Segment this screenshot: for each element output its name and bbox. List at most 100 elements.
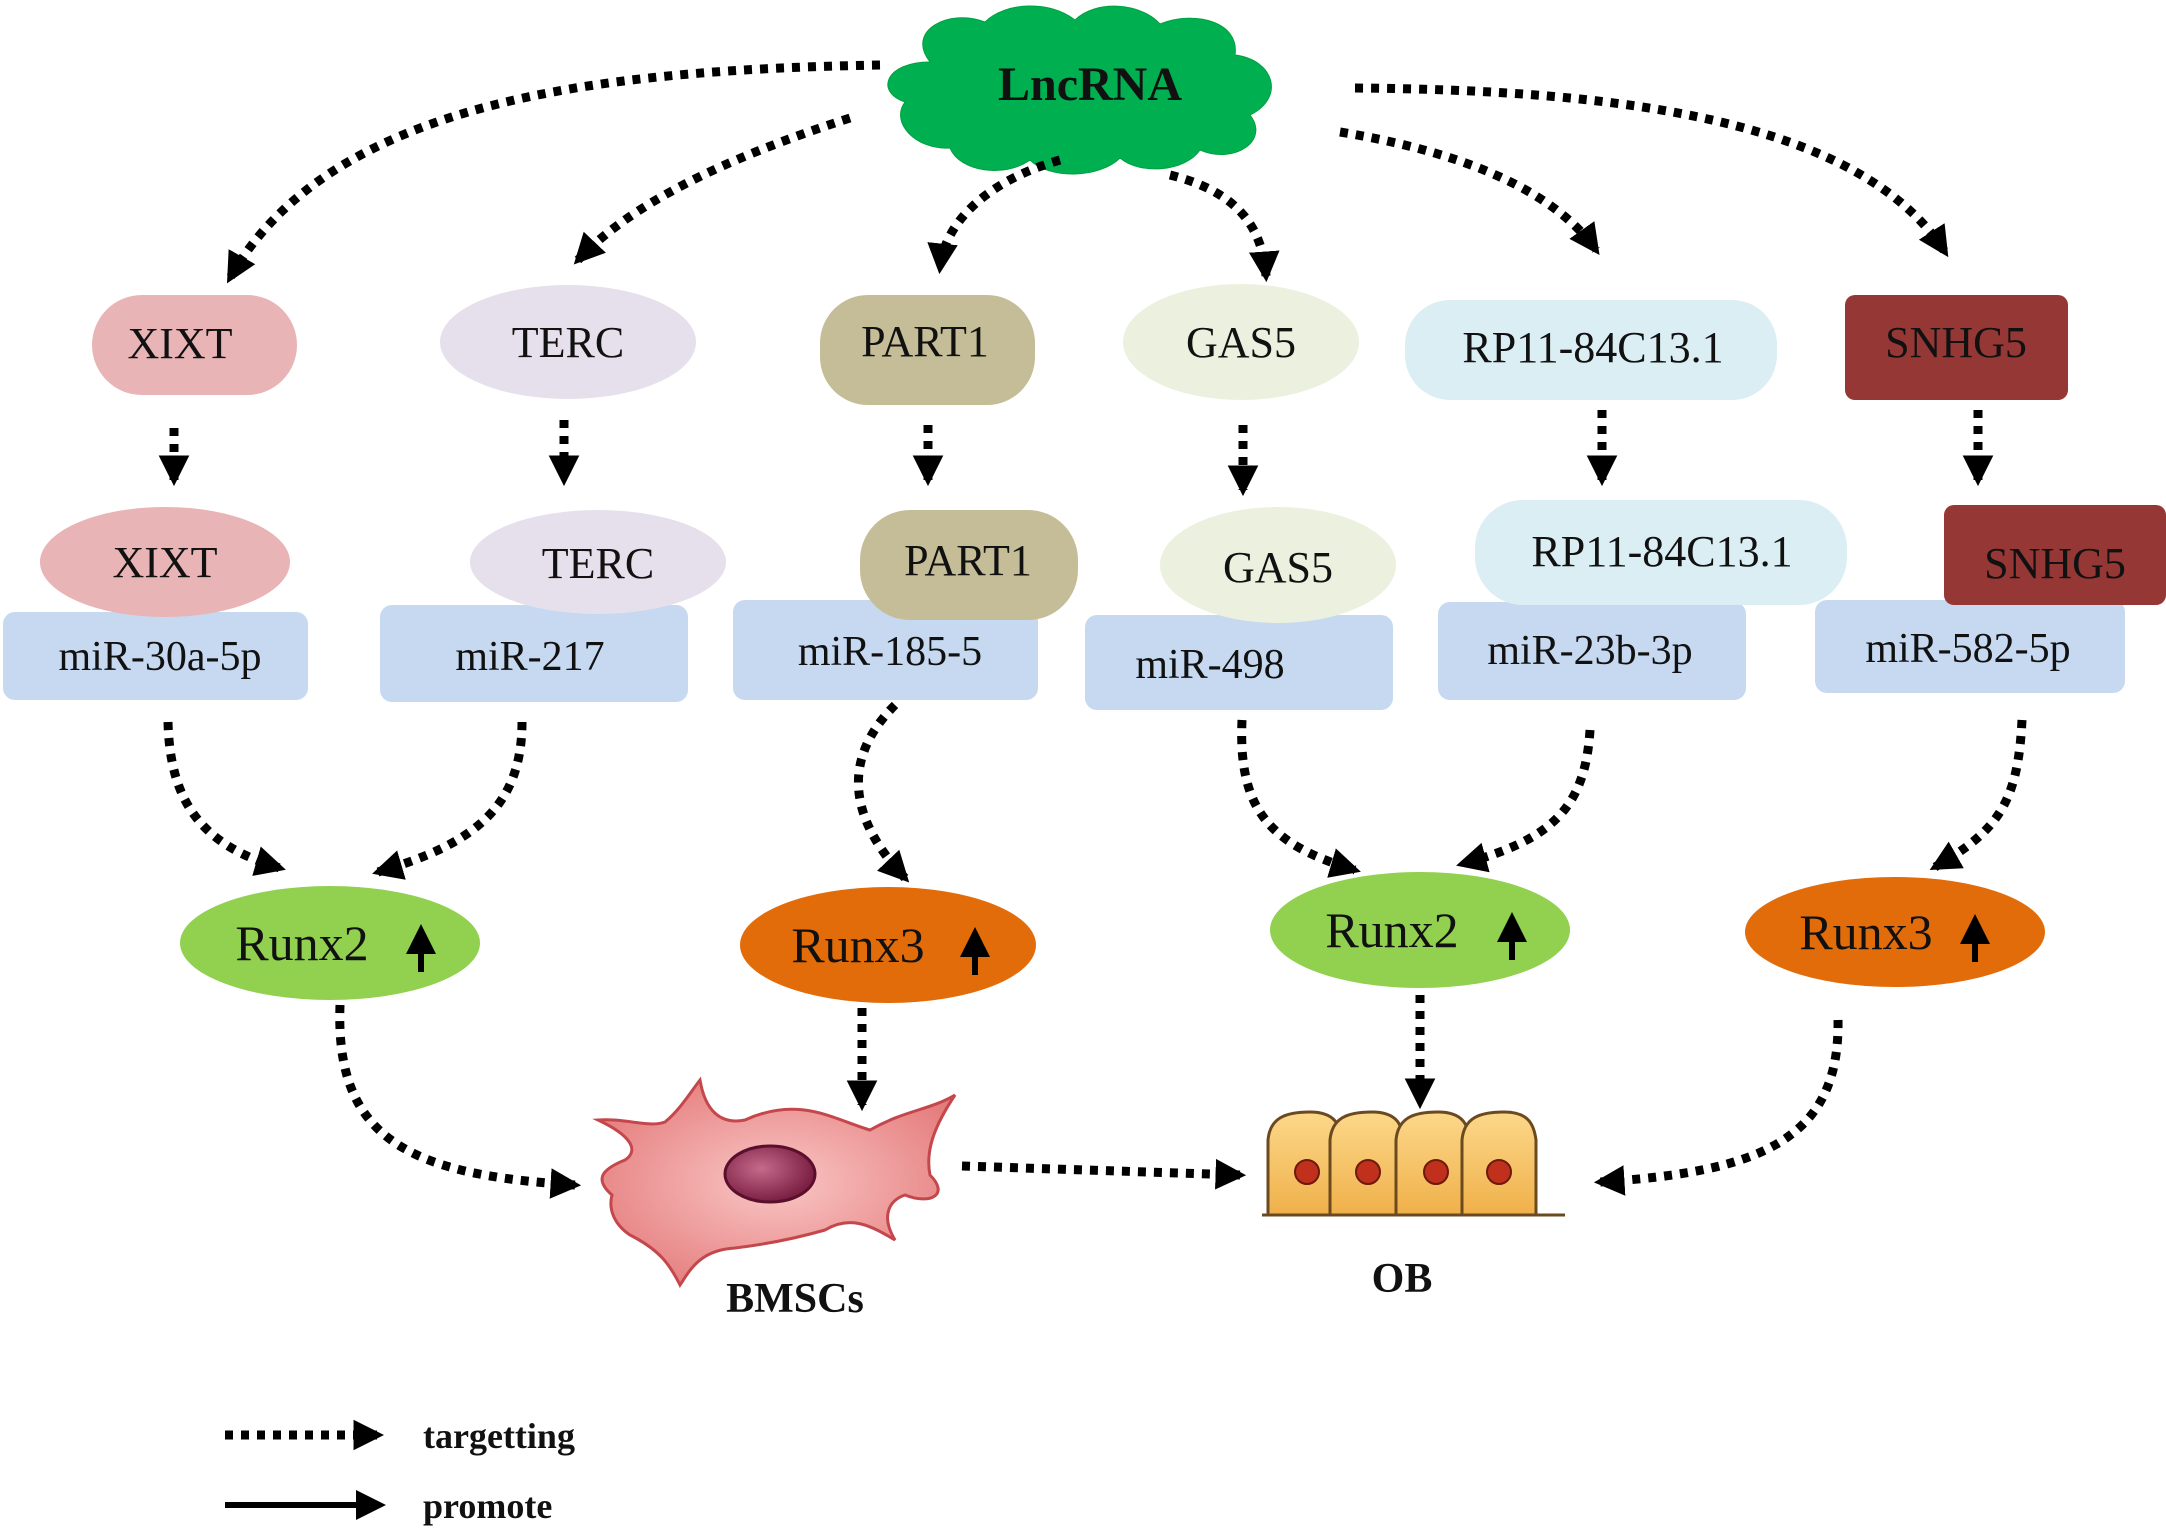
xixt-top-bg <box>92 295 297 395</box>
ob-nucleus <box>1294 1159 1320 1185</box>
lncrna-node-gas5: GAS5 <box>1123 284 1359 400</box>
rp11-bound-label: RP11-84C13.1 <box>1531 527 1792 576</box>
arrow-rp11-to-runx2 <box>1456 729 1595 873</box>
legend-label: targetting <box>423 1416 575 1456</box>
part1-top-bg <box>820 295 1035 405</box>
target-runx2-left: Runx2 <box>180 886 480 1000</box>
terc-top-label: TERC <box>512 318 624 367</box>
snhg5-bound-bg <box>1944 505 2166 605</box>
target-runx2-right: Runx2 <box>1270 872 1570 988</box>
arrow-runx2-to-bmscs <box>335 1004 582 1199</box>
part1-bound-label: PART1 <box>904 536 1032 585</box>
arrow-runx3-to-ob <box>1593 1019 1843 1196</box>
target-bg <box>740 887 1036 1003</box>
lncrna-node-part1: PART1 <box>820 295 1035 405</box>
mirna-box-rp11 <box>1438 602 1746 700</box>
target-label: Runx3 <box>1799 904 1932 960</box>
bmscs-nucleus <box>723 1144 817 1204</box>
terc-bound-label: TERC <box>542 539 654 588</box>
bmscs-label: BMSCs <box>726 1276 864 1322</box>
legend-item-promote: promote <box>225 1486 552 1526</box>
mirna-box-xixt <box>3 612 308 700</box>
mirna-label-part1: miR-185-5 <box>798 629 982 675</box>
arrow-lncrna-to-terc <box>573 113 852 265</box>
lncrna-node-rp11: RP11-84C13.1 <box>1405 300 1777 400</box>
snhg5-top-label: SNHG5 <box>1885 318 2027 367</box>
mirna-complex-rp11: RP11-84C13.1 miR-23b-3p <box>1438 500 1847 700</box>
pathway-snhg5: SNHG5 SNHG5 miR-582-5p <box>1815 295 2166 871</box>
mirna-label-terc: miR-217 <box>455 634 604 680</box>
lncrna-cloud: LncRNA <box>887 5 1272 175</box>
mirna-label-xixt: miR-30a-5p <box>59 634 262 680</box>
lncrna-title: LncRNA <box>998 58 1182 111</box>
arrow-lncrna-to-xixt <box>226 60 881 284</box>
arrow-gas5-to-runx2 <box>1237 719 1361 878</box>
target-bg <box>1745 877 2045 987</box>
ob-cells: OB <box>1262 1110 1565 1302</box>
target-runx3-right: Runx3 <box>1745 877 2045 987</box>
part1-bound-bg <box>860 510 1078 620</box>
gas5-bound-label: GAS5 <box>1223 543 1333 592</box>
ob-nucleus <box>1423 1159 1449 1185</box>
terc-top-bg <box>440 285 696 399</box>
arrow-part1-to-runx3 <box>853 701 910 883</box>
gas5-top-bg <box>1123 284 1359 400</box>
mirna-box-terc <box>380 605 688 702</box>
ob-cell <box>1266 1110 1344 1217</box>
mirna-complex-terc: TERC miR-217 <box>380 510 726 702</box>
rp11-top-bg <box>1405 300 1777 400</box>
legend: targetting promote <box>225 1416 575 1526</box>
target-label: Runx2 <box>235 915 368 971</box>
arrow-lncrna-to-part1 <box>927 155 1062 275</box>
part1-top-label: PART1 <box>861 317 989 366</box>
terc-bound-bg <box>470 510 726 614</box>
arrow-lncrna-to-rp11 <box>1339 127 1600 255</box>
ob-nucleus <box>1486 1159 1512 1185</box>
pathway-part1: PART1 PART1 miR-185-5 <box>733 295 1078 883</box>
target-bg <box>1270 872 1570 988</box>
arrow-terc-to-runx2 <box>372 721 527 880</box>
mirna-complex-part1: PART1 miR-185-5 <box>733 510 1078 700</box>
legend-item-targetting: targetting <box>225 1416 575 1456</box>
xixt-bound-bg <box>40 507 290 617</box>
xixt-bound-label: XIXT <box>112 538 217 587</box>
xixt-top-label: XIXT <box>127 319 232 368</box>
snhg5-bound-label: SNHG5 <box>1984 539 2126 588</box>
ob-cell <box>1328 1110 1406 1217</box>
gas5-bound-bg <box>1160 507 1396 623</box>
mirna-complex-gas5: GAS5 miR-498 <box>1085 507 1396 710</box>
arrow-lncrna-to-snhg5 <box>1354 83 1949 258</box>
mirna-box-snhg5 <box>1815 600 2125 693</box>
mirna-complex-snhg5: SNHG5 miR-582-5p <box>1815 505 2166 693</box>
ob-cell <box>1460 1110 1538 1217</box>
arrow-bmscs-to-ob <box>961 1158 1247 1190</box>
bmscs-cell: BMSCs <box>592 1076 957 1322</box>
pathway-rp11: RP11-84C13.1 RP11-84C13.1 miR-23b-3p <box>1405 300 1847 873</box>
target-label: Runx2 <box>1325 902 1458 958</box>
gas5-top-label: GAS5 <box>1186 318 1296 367</box>
ob-nucleus <box>1355 1159 1381 1185</box>
outcome-arrows <box>335 995 1843 1199</box>
mirna-label-gas5: miR-498 <box>1135 642 1284 688</box>
snhg5-top-bg <box>1845 295 2068 400</box>
cloud-shape <box>887 5 1272 175</box>
mirna-complex-xixt: XIXT miR-30a-5p <box>3 507 308 700</box>
target-label: Runx3 <box>791 917 924 973</box>
lncrna-node-snhg5: SNHG5 <box>1845 295 2068 400</box>
arrow-lncrna-to-gas5 <box>1168 170 1280 283</box>
rp11-top-label: RP11-84C13.1 <box>1462 323 1723 372</box>
mirna-label-rp11: miR-23b-3p <box>1487 628 1692 674</box>
pathway-terc: TERC TERC miR-217 <box>372 285 726 880</box>
ob-label: OB <box>1372 1256 1433 1302</box>
mirna-box-part1 <box>733 600 1038 700</box>
arrow-snhg5-to-runx3 <box>1929 719 2027 871</box>
target-bg <box>180 886 480 1000</box>
target-runx3-left: Runx3 <box>740 887 1036 1003</box>
ob-cell <box>1394 1110 1472 1217</box>
rp11-bound-bg <box>1475 500 1847 605</box>
legend-label: promote <box>423 1486 552 1526</box>
lncrna-node-xixt: XIXT <box>92 295 297 395</box>
lncrna-node-terc: TERC <box>440 285 696 399</box>
arrow-xixt-to-runx2 <box>163 721 286 876</box>
